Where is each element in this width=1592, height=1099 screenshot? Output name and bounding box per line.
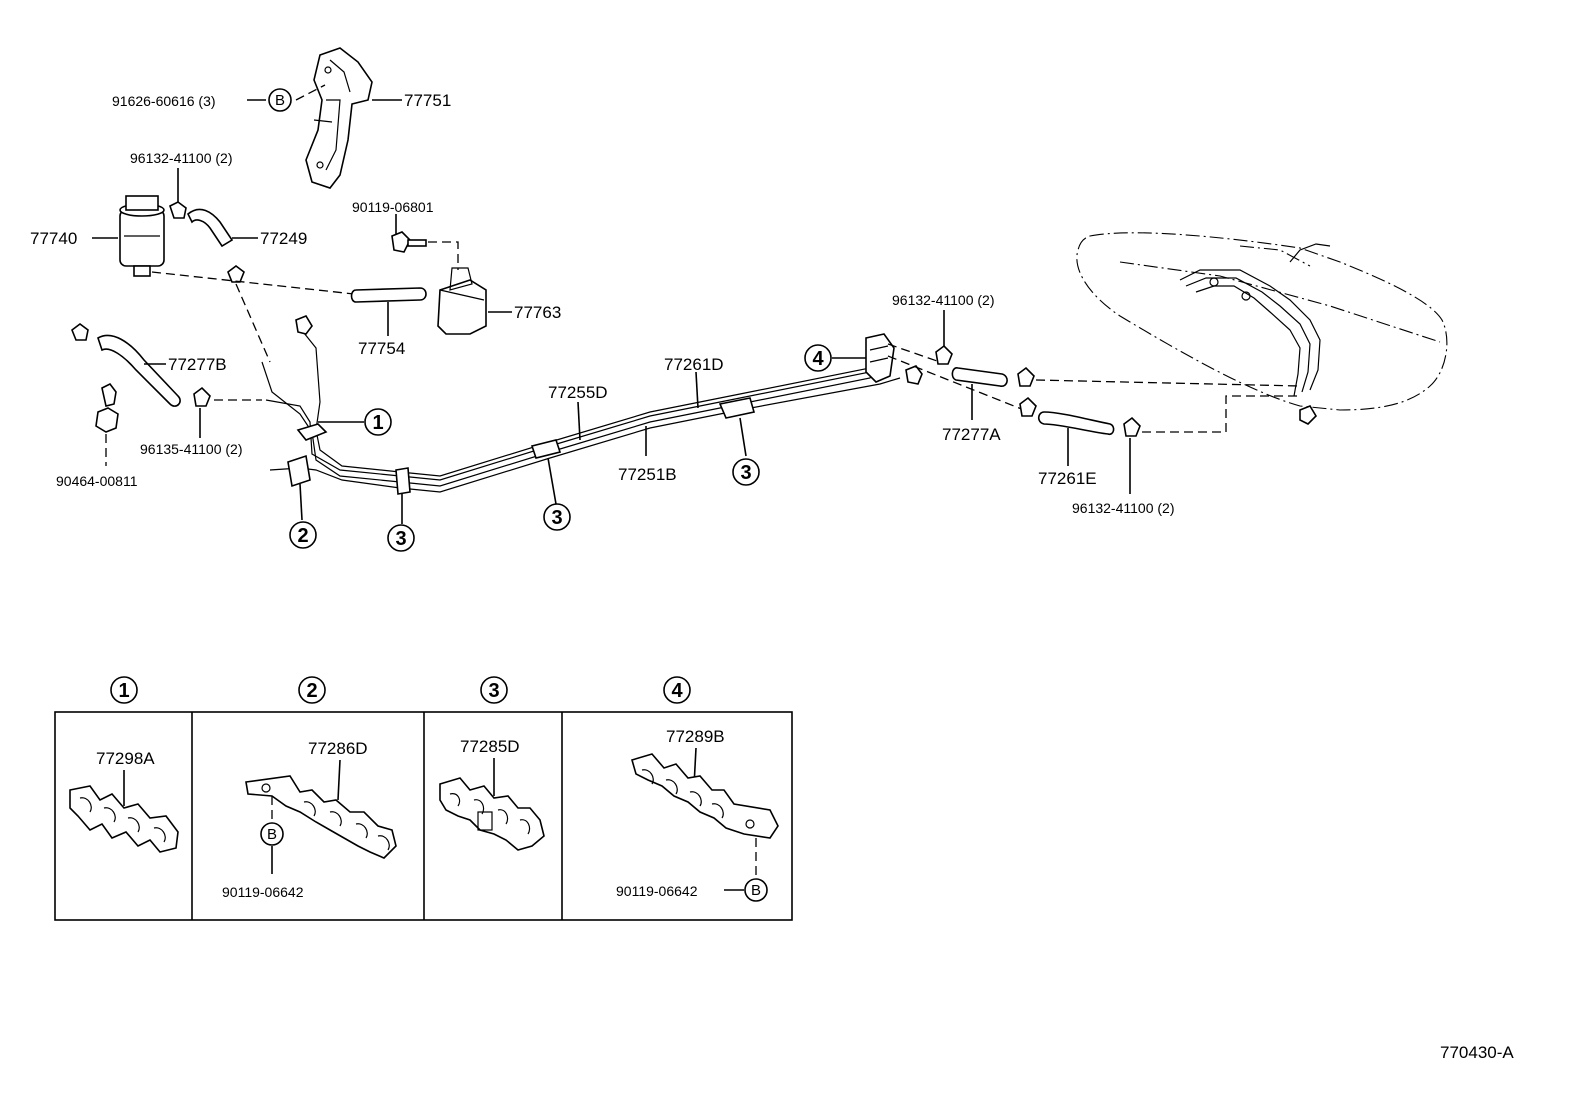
box-callout-1: 1 bbox=[110, 676, 138, 704]
label-96132-b: 96132-41100 (2) bbox=[892, 292, 994, 308]
svg-text:3: 3 bbox=[740, 462, 751, 484]
clip-96135 bbox=[193, 386, 211, 407]
svg-text:B: B bbox=[275, 92, 285, 109]
dashed-connection bbox=[151, 271, 355, 295]
label-77261d: 77261D bbox=[664, 355, 724, 374]
svg-text:3: 3 bbox=[551, 507, 562, 529]
hose-77277b bbox=[97, 334, 181, 407]
hose-77249 bbox=[187, 208, 234, 248]
clamp-band-3b bbox=[530, 439, 562, 459]
svg-text:3: 3 bbox=[395, 528, 406, 550]
fuel-tank bbox=[1076, 232, 1448, 425]
label-77277b: 77277B bbox=[168, 355, 227, 374]
callout-b-top: B bbox=[268, 88, 292, 112]
fuel-filter-77740 bbox=[119, 195, 165, 277]
label-77285d: 77285D bbox=[460, 737, 520, 756]
leader bbox=[299, 483, 303, 521]
label-77261e: 77261E bbox=[1038, 469, 1097, 488]
bracket-77751 bbox=[305, 47, 373, 189]
label-77751: 77751 bbox=[404, 91, 451, 110]
label-77763: 77763 bbox=[514, 303, 561, 322]
clamp-band-3a bbox=[395, 467, 411, 495]
label-77740: 77740 bbox=[30, 229, 77, 248]
dashed-connection bbox=[887, 343, 941, 363]
hose-77277a bbox=[951, 367, 1008, 387]
dashed-connection bbox=[887, 355, 1025, 411]
clamp-band-4 bbox=[865, 333, 895, 383]
bolt-90119 bbox=[391, 231, 427, 253]
label-90119-box2: 90119-06642 bbox=[222, 884, 304, 900]
svg-text:B: B bbox=[267, 826, 277, 843]
label-77277a: 77277A bbox=[942, 425, 1001, 444]
clip bbox=[227, 265, 245, 283]
label-77249: 77249 bbox=[260, 229, 307, 248]
leader bbox=[739, 417, 747, 457]
clip-96132 bbox=[169, 201, 187, 219]
hose-77261e bbox=[1037, 411, 1115, 436]
label-77754: 77754 bbox=[358, 339, 405, 358]
callout-3c: 3 bbox=[732, 458, 760, 486]
clamp-band-2 bbox=[287, 454, 311, 488]
box-callout-3: 3 bbox=[480, 676, 508, 704]
svg-text:1: 1 bbox=[372, 412, 383, 434]
leader bbox=[295, 84, 326, 101]
label-90119-top: 90119-06801 bbox=[352, 199, 434, 215]
dashed-connection bbox=[428, 241, 459, 270]
label-96132-c: 96132-41100 (2) bbox=[1072, 500, 1174, 516]
callout-3b: 3 bbox=[543, 503, 571, 531]
hose-77754 bbox=[350, 287, 427, 303]
callout-1: 1 bbox=[364, 408, 392, 436]
clamp-77285d bbox=[439, 777, 545, 851]
label-77251b: 77251B bbox=[618, 465, 677, 484]
dashed-connection bbox=[235, 283, 271, 363]
clamp-77286d bbox=[245, 775, 397, 859]
svg-text:B: B bbox=[751, 882, 761, 899]
label-91626: 91626-60616 (3) bbox=[112, 93, 216, 109]
label-77286d: 77286D bbox=[308, 739, 368, 758]
leader bbox=[547, 457, 557, 505]
clip bbox=[1019, 396, 1037, 417]
label-77255d: 77255D bbox=[548, 383, 608, 402]
svg-text:2: 2 bbox=[306, 680, 317, 702]
label-90464: 90464-00811 bbox=[56, 473, 138, 489]
svg-text:4: 4 bbox=[812, 348, 824, 370]
clip bbox=[1017, 366, 1035, 387]
svg-text:1: 1 bbox=[118, 680, 129, 702]
detail-box-frame bbox=[54, 711, 793, 921]
svg-text:3: 3 bbox=[488, 680, 499, 702]
callout-b-box2: B bbox=[260, 822, 284, 846]
leader bbox=[337, 759, 341, 801]
clip-96132-b bbox=[935, 344, 953, 365]
label-96135: 96135-41100 (2) bbox=[140, 441, 242, 457]
callout-3a: 3 bbox=[387, 524, 415, 552]
canister-77763 bbox=[437, 267, 487, 335]
box-callout-4: 4 bbox=[663, 676, 691, 704]
leader bbox=[577, 401, 581, 441]
callout-4: 4 bbox=[804, 344, 832, 372]
clamp-90464 bbox=[95, 382, 119, 433]
clamp-band-3c bbox=[718, 397, 756, 419]
callout-b-box4: B bbox=[744, 878, 768, 902]
dashed-connection bbox=[1142, 395, 1300, 433]
clamp-77289b bbox=[631, 753, 779, 839]
leader bbox=[695, 371, 699, 409]
label-77298a: 77298A bbox=[96, 749, 155, 768]
clamp-77298a bbox=[69, 785, 179, 853]
callout-2: 2 bbox=[289, 521, 317, 549]
dashed-connection bbox=[1035, 379, 1301, 387]
svg-text:4: 4 bbox=[671, 680, 683, 702]
clip-96132-c bbox=[1123, 416, 1141, 437]
label-96132-a: 96132-41100 (2) bbox=[130, 150, 232, 166]
label-77289b: 77289B bbox=[666, 727, 725, 746]
clip bbox=[71, 323, 89, 341]
label-90119-box4: 90119-06642 bbox=[616, 883, 698, 899]
box-callout-2: 2 bbox=[298, 676, 326, 704]
svg-text:2: 2 bbox=[297, 525, 308, 547]
figure-code: 770430-A bbox=[1440, 1043, 1514, 1062]
